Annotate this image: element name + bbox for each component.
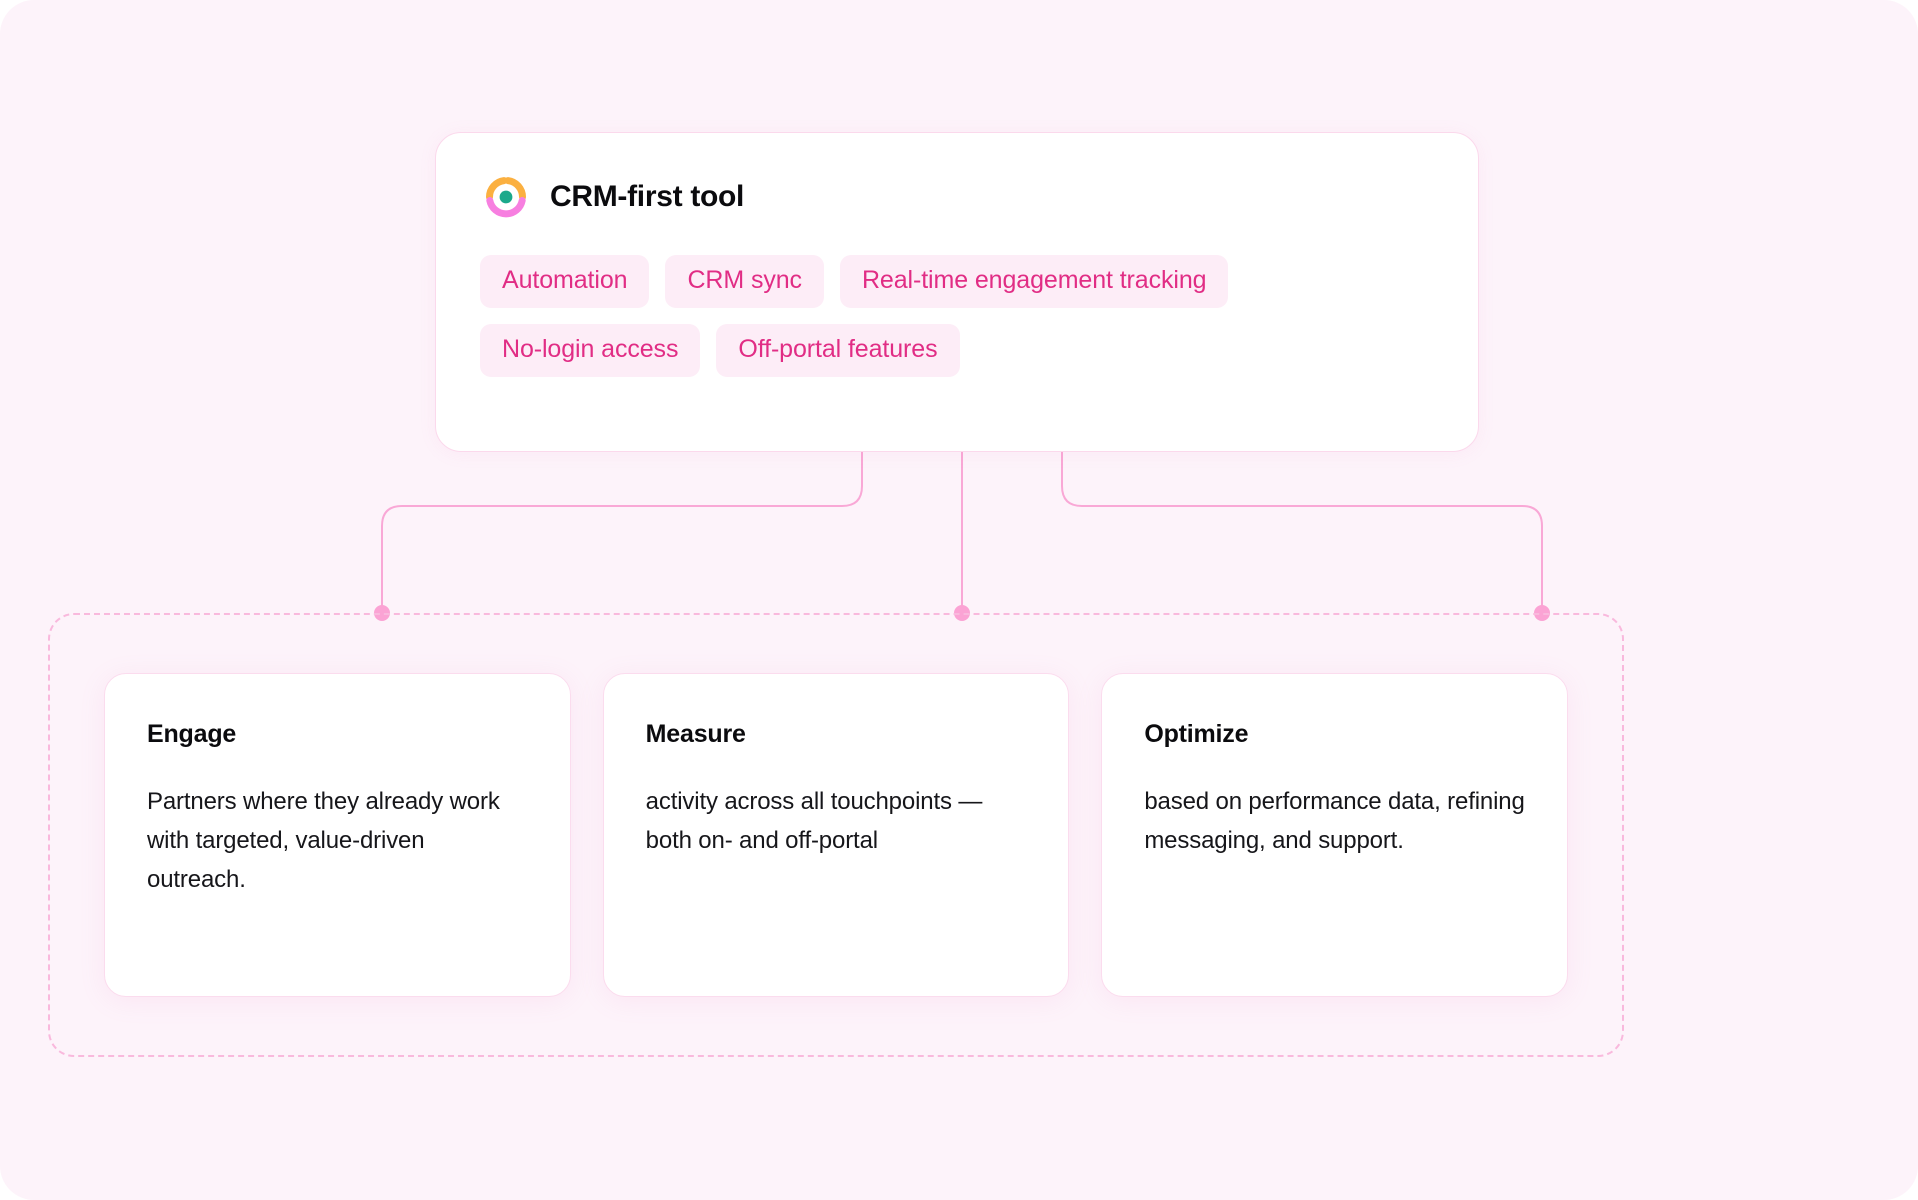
step-card-body: based on performance data, refining mess…	[1144, 788, 1525, 854]
feature-pill-no-login-access[interactable]: No-login access	[480, 323, 701, 377]
step-card-optimize: Optimize based on performance data, refi…	[1101, 673, 1569, 997]
feature-pill-list: Automation CRM sync Real-time engagement…	[480, 255, 1430, 377]
feature-pill-off-portal-features[interactable]: Off-portal features	[716, 323, 960, 377]
step-card-title: Optimize	[1144, 720, 1249, 748]
card-header: CRM-first tool	[480, 171, 1434, 223]
steps-group-region	[48, 613, 1624, 1057]
feature-pill-realtime-engagement-tracking[interactable]: Real-time engagement tracking	[839, 255, 1229, 308]
page-title: CRM-first tool	[550, 180, 745, 213]
step-card-measure: Measure activity across all touchpoints …	[602, 673, 1070, 997]
feature-pill-crm-sync[interactable]: CRM sync	[665, 255, 824, 308]
crm-ring-logo-icon	[485, 177, 527, 218]
step-card-title: Engage	[147, 720, 237, 748]
connector-path-right	[1061, 451, 1543, 614]
step-card-title: Measure	[645, 720, 746, 748]
step-card-body: Partners where they already work with ta…	[147, 788, 500, 893]
connector-path-left	[381, 451, 863, 614]
feature-pill-automation[interactable]: Automation	[480, 255, 650, 308]
step-card-engage: Engage Partners where they already work …	[104, 673, 571, 997]
step-card-body: activity across all touchpoints — both o…	[645, 788, 983, 854]
crm-first-tool-card: CRM-first tool Automation CRM sync Real-…	[435, 132, 1479, 452]
step-card-row: Engage Partners where they already work …	[104, 673, 1569, 997]
